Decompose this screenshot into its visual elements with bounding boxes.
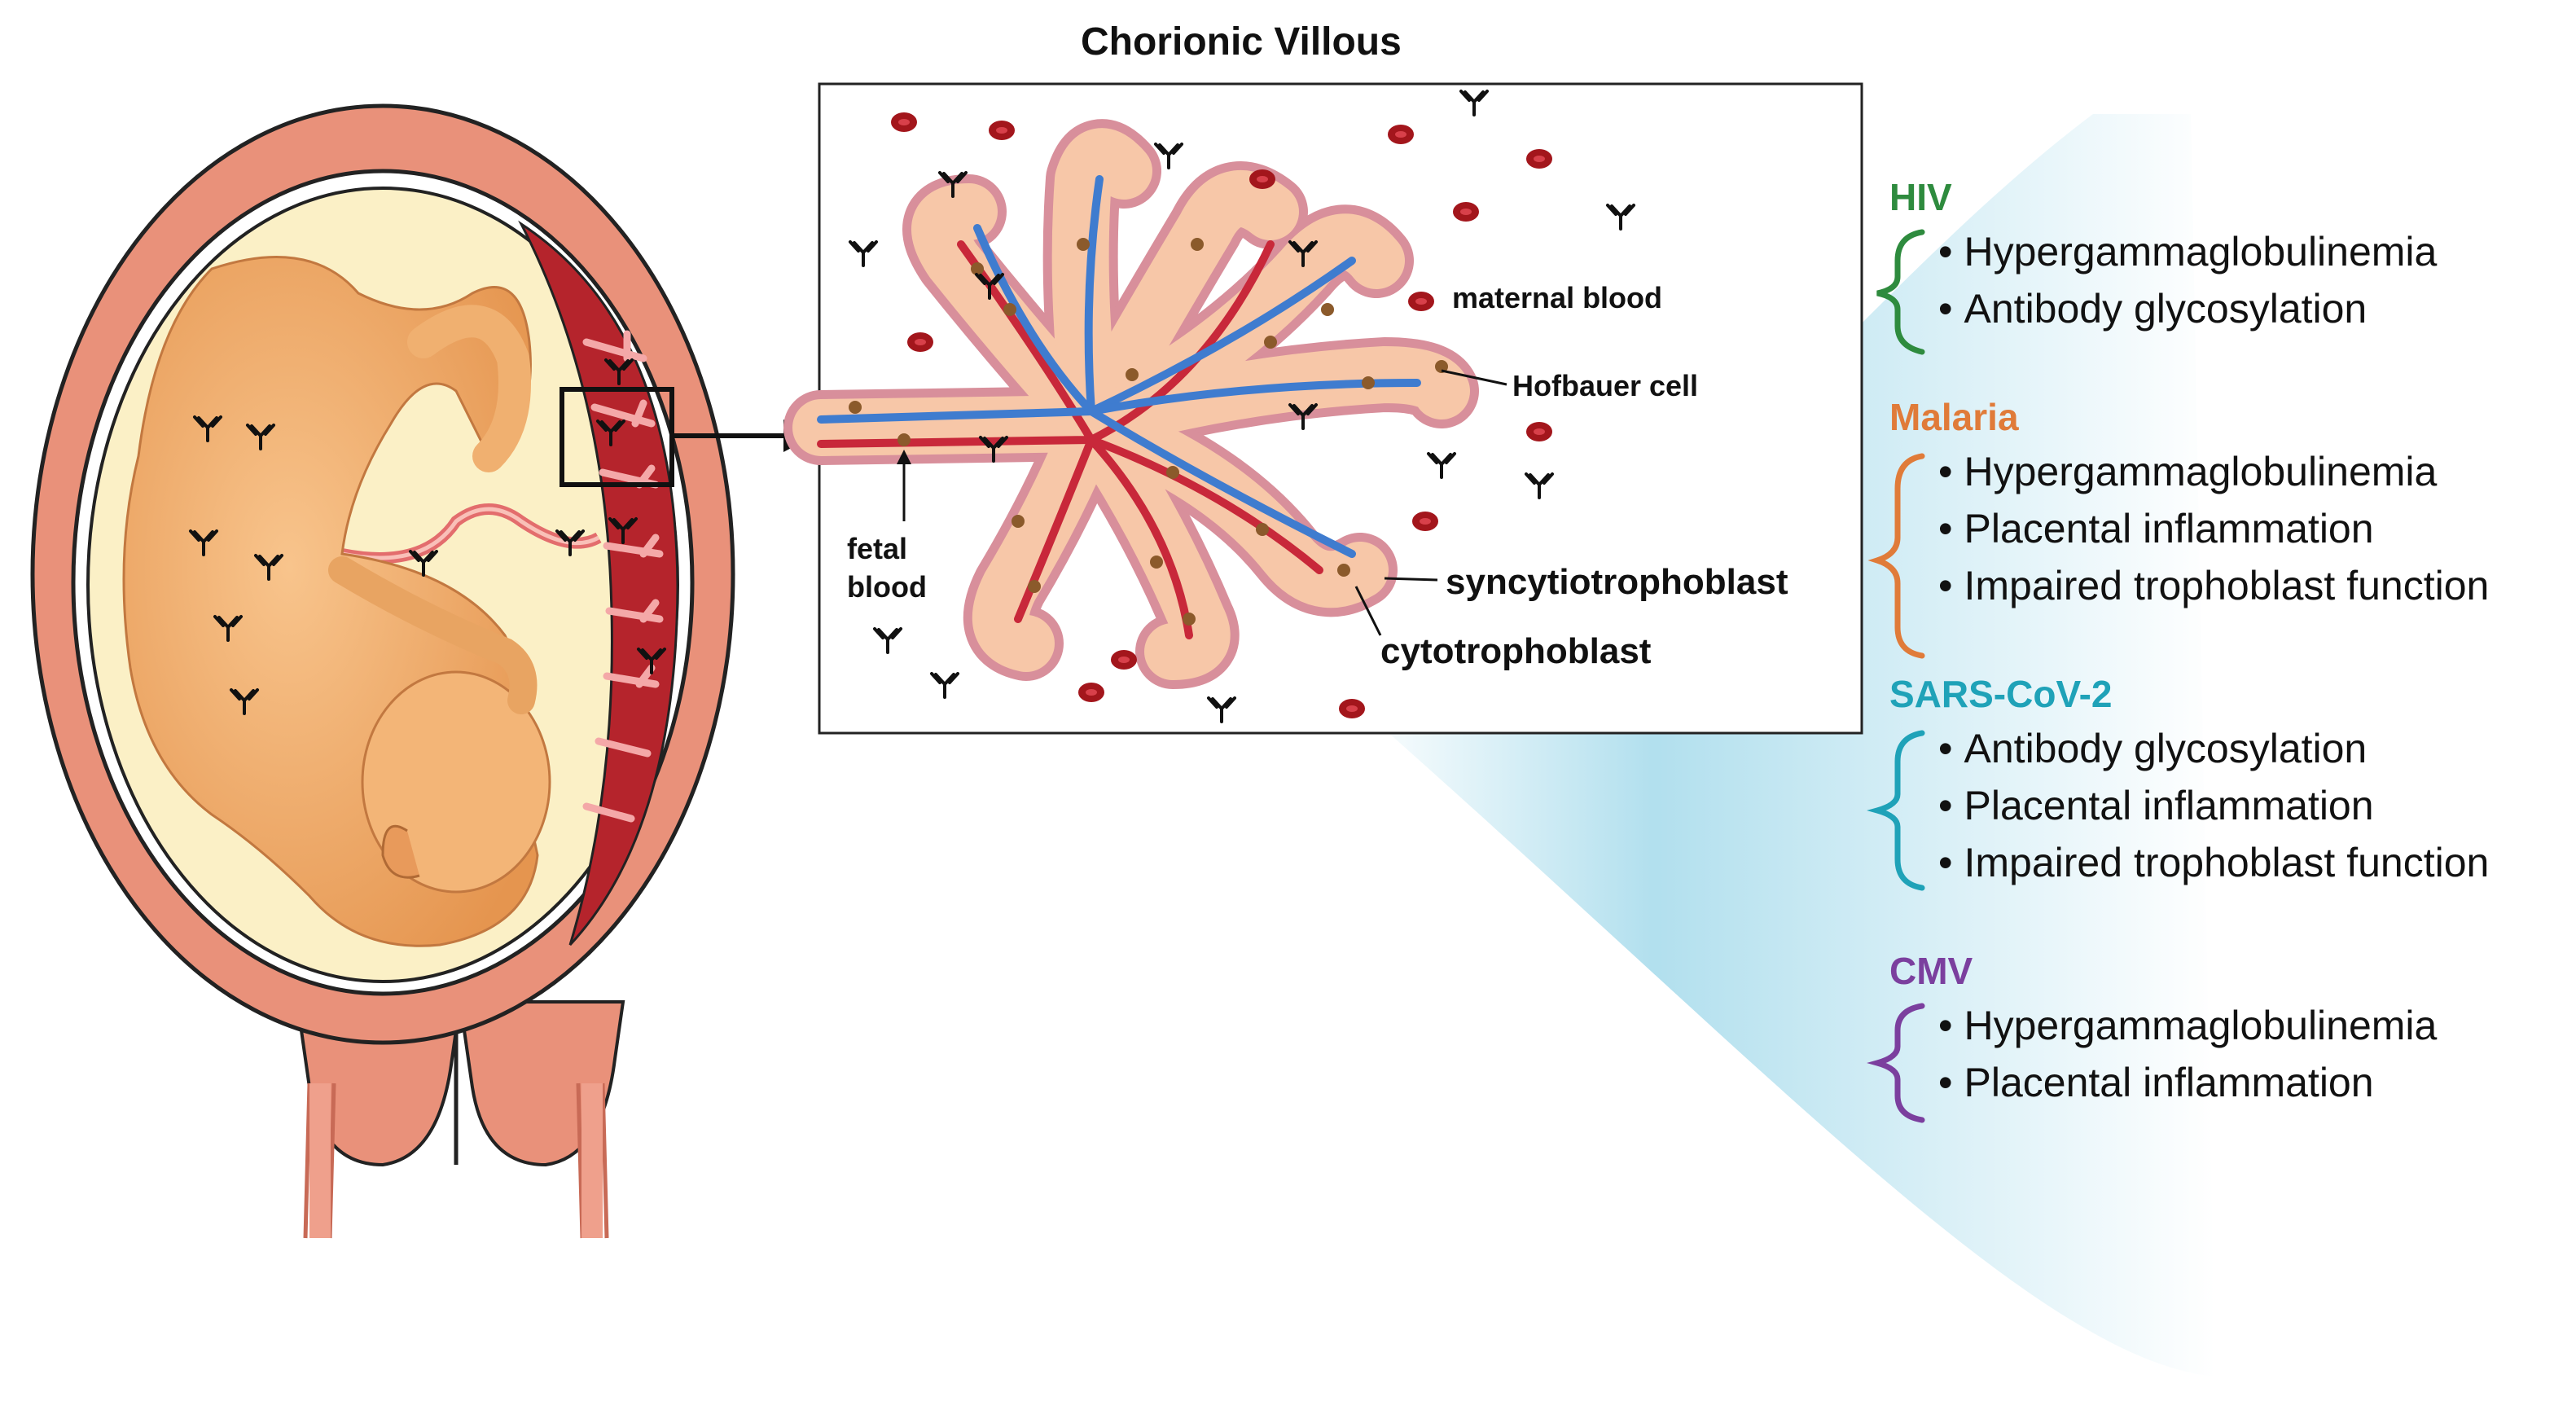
infection-name-cmv: CMV — [1889, 950, 1973, 992]
brace-malaria — [1867, 453, 1925, 659]
infection-item: Antibody glycosylation — [1938, 725, 2368, 772]
diagram-title: Chorionic Villous — [1081, 20, 1402, 64]
zoom-box — [560, 387, 674, 487]
label-fetal-blood-line1: fetal — [847, 532, 908, 565]
label-cytotrophoblast: cytotrophoblast — [1380, 631, 1652, 671]
placenta — [518, 220, 679, 946]
fetus — [122, 256, 551, 947]
label-syncytiotrophoblast: syncytiotrophoblast — [1446, 562, 1788, 602]
infection-name-malaria: Malaria — [1889, 396, 2019, 438]
infection-item: Impaired trophoblast function — [1938, 562, 2490, 609]
infection-item: Hypergammaglobulinemia — [1938, 228, 2438, 275]
infection-item: Hypergammaglobulinemia — [1938, 1002, 2438, 1049]
label-fetal-blood-line2: blood — [847, 570, 927, 604]
infection-item: Antibody glycosylation — [1938, 285, 2368, 332]
infection-item: Placental inflammation — [1938, 505, 2374, 552]
brace-cmv — [1867, 1003, 1925, 1123]
infection-item: Impaired trophoblast function — [1938, 839, 2490, 886]
label-maternal-blood: maternal blood — [1452, 281, 1663, 314]
infection-item: Placental inflammation — [1938, 1059, 2374, 1106]
label-hofbauer-cell: Hofbauer cell — [1512, 369, 1699, 402]
infection-item: Hypergammaglobulinemia — [1938, 448, 2438, 495]
villous-illustration — [783, 90, 1635, 723]
brace-sars — [1867, 730, 1925, 891]
infection-name-sars-cov-2: SARS-CoV-2 — [1889, 673, 2113, 715]
infection-name-hiv: HIV — [1889, 176, 1952, 218]
brace-hiv — [1876, 229, 1925, 355]
uterus-illustration — [30, 103, 735, 1239]
infection-item: Placental inflammation — [1938, 782, 2374, 829]
